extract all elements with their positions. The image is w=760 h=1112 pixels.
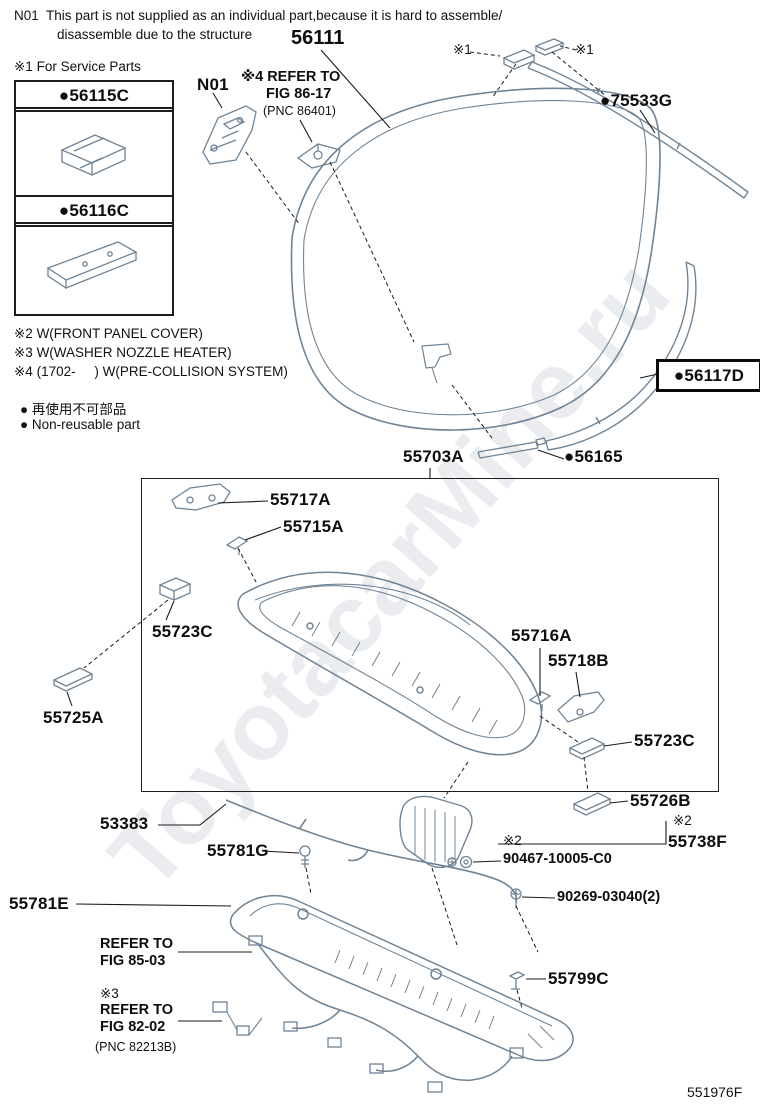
n01-note-line1: N01 This part is not supplied as an indi… [14,8,503,23]
service-part-label-56116C[interactable]: ●56116C [58,201,130,220]
nonreusable-note-jp: ● 再使用不可部品 [20,402,127,417]
note-3: ※3 W(WASHER NOZZLE HEATER) [14,345,232,360]
service-box1-drawing-frame [14,107,174,200]
part-label-55781E[interactable]: 55781E [9,894,69,913]
cowl-small-parts-drawing [52,483,606,760]
service-parts-note: ※1 For Service Parts [14,59,141,74]
note-4: ※4 (1702- ) W(PRE-COLLISION SYSTEM) [14,364,288,379]
refer-fig-86-17-line2[interactable]: FIG 86-17 [266,86,332,102]
refer-fig-85-03-line2[interactable]: FIG 85-03 [100,953,166,969]
part-label-55715A[interactable]: 55715A [283,517,344,536]
part-label-56111[interactable]: 56111 [291,27,345,49]
grommet-drawing [459,855,473,869]
star3-marker: ※3 [100,986,119,1001]
part-label-55725A[interactable]: 55725A [43,708,104,727]
nonreusable-note-en: ● Non-reusable part [20,417,140,432]
windshield-glass-drawing [290,87,661,431]
part-label-53383[interactable]: 53383 [100,814,149,833]
star1-right-marker: ※1 [575,42,594,57]
n01-note-line2: disassemble due to the structure [57,27,253,42]
refer-fig-86-17-line1[interactable]: ※4 REFER TO [241,69,341,85]
service-part-56116C-drawing [46,241,138,290]
part-label-55703A[interactable]: 55703A [403,447,464,466]
refer-fig-85-03-line1[interactable]: REFER TO [100,936,174,952]
highlighted-part-box[interactable]: ●56117D [656,359,760,392]
part-label-55723C-left[interactable]: 55723C [152,622,213,641]
star1-left-marker: ※1 [453,42,472,57]
cowl-panel-drawing [237,571,543,756]
part-label-56165[interactable]: ●56165 [564,447,623,466]
refer-fig-82-02-line3: (PNC 82213B) [95,1040,177,1054]
note-2: ※2 W(FRONT PANEL COVER) [14,326,203,341]
service-box2-header: ●56116C [14,195,174,227]
part-label-75533G[interactable]: ●75533G [600,91,673,110]
service-box2-drawing-frame [14,222,174,316]
refer-fig-82-02-line1[interactable]: REFER TO [100,1002,174,1018]
glass-dam-drawing [477,437,547,459]
glass-stopper-clips-drawing [502,38,565,70]
cowl-assembly-frame [141,478,719,792]
washer-hose-drawing [225,799,518,903]
pad-55726B-drawing [572,792,612,816]
sensor-part-drawing [296,143,341,169]
part-label-56117D[interactable]: ●56117D [673,365,745,385]
part-label-N01[interactable]: N01 [197,75,229,94]
service-part-label-56115C[interactable]: ●56115C [58,86,130,105]
part-label-55723C-right[interactable]: 55723C [634,731,695,750]
star2-right-marker: ※2 [673,813,692,828]
part-label-55799C[interactable]: 55799C [548,969,609,988]
leader-lines [66,49,667,1022]
service-box1-header: ●56115C [14,80,174,112]
service-part-56115C-drawing [60,134,127,176]
figure-code: 551976F [687,1084,743,1100]
part-label-55781G[interactable]: 55781G [207,841,269,860]
part-label-55717A[interactable]: 55717A [270,490,331,509]
part-label-55716A[interactable]: 55716A [511,626,572,645]
upper-molding-drawing [527,61,749,199]
camera-bracket-drawing [202,105,257,165]
refer-fig-82-02-line2[interactable]: FIG 82-02 [100,1019,166,1035]
harness-drawing [212,935,524,1093]
part-label-55726B[interactable]: 55726B [630,791,691,810]
part-label-55738F[interactable]: 55738F [668,832,727,851]
vent-bracket-drawing [399,795,473,869]
side-molding-drawing [545,261,697,451]
star2-center-marker: ※2 [503,833,522,848]
dashed-assembly-lines [83,45,607,1009]
louver-panel-drawing [229,894,574,1062]
part-label-90269[interactable]: 90269-03040(2) [557,889,661,905]
refer-fig-86-17-line3: (PNC 86401) [263,104,336,118]
part-label-90467[interactable]: 90467-10005-C0 [503,851,612,867]
part-label-55718B[interactable]: 55718B [548,651,609,670]
